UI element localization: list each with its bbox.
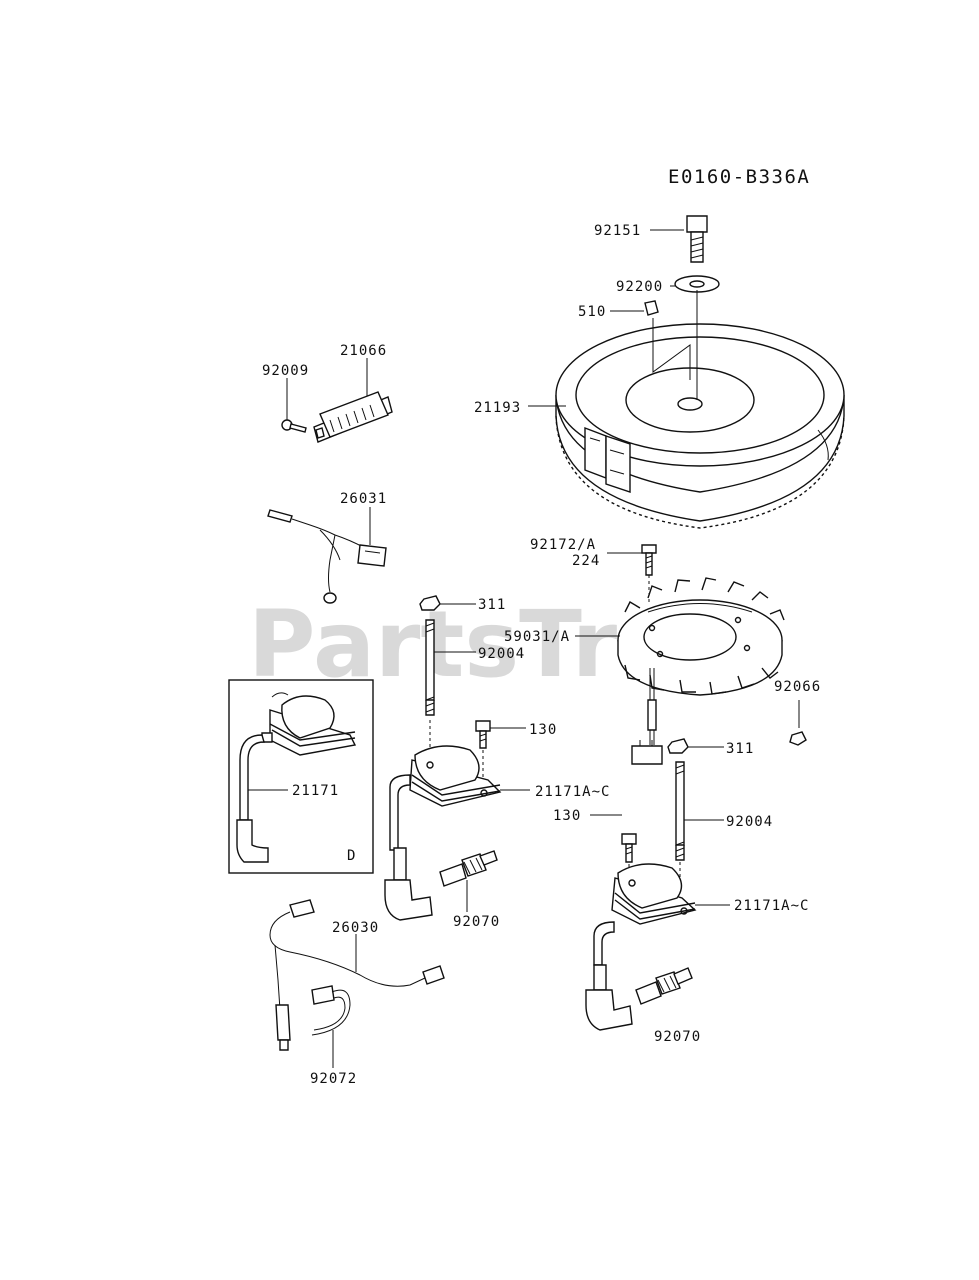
label-92066: 92066 — [774, 679, 821, 695]
stud-92004-right[interactable] — [675, 761, 685, 861]
bolt-130-right[interactable] — [621, 833, 637, 863]
label-21171a-c-left: 21171A~C — [535, 784, 610, 800]
harness-26030[interactable] — [269, 899, 445, 1051]
screw-92009[interactable] — [281, 419, 307, 433]
washer-92200[interactable] — [674, 275, 720, 293]
label-92009: 92009 — [262, 363, 309, 379]
spark-plug-92070-left[interactable] — [439, 850, 498, 887]
plug-boot-right — [585, 964, 633, 1031]
label-92072: 92072 — [310, 1071, 357, 1087]
bolt-92151[interactable] — [686, 215, 708, 263]
nut-92066[interactable] — [789, 731, 807, 746]
label-510: 510 — [578, 304, 606, 320]
label-92151: 92151 — [594, 223, 641, 239]
ignition-coil-21171[interactable] — [236, 692, 357, 863]
inset-letter-d: D — [347, 848, 356, 864]
lead-92072[interactable] — [311, 985, 351, 1036]
bolt-130-left[interactable] — [475, 720, 491, 749]
label-21066: 21066 — [340, 343, 387, 359]
ignition-coil-21171a-c-left[interactable] — [389, 745, 502, 851]
bolt-92172-a[interactable] — [641, 544, 657, 576]
label-26031: 26031 — [340, 491, 387, 507]
plug-boot-left — [384, 847, 433, 921]
ignition-coil-21171a-c-right[interactable] — [593, 863, 697, 966]
label-59031-a: 59031/A — [504, 629, 570, 645]
key-510[interactable] — [644, 300, 659, 316]
label-92004-left: 92004 — [478, 646, 525, 662]
stud-92004-left[interactable] — [425, 619, 435, 716]
label-92172-a: 92172/A — [530, 537, 596, 553]
label-130-right: 130 — [553, 808, 581, 824]
stator-59031-a[interactable] — [617, 577, 785, 696]
label-92004-right: 92004 — [726, 814, 773, 830]
diagram-code: E0160-B336A — [668, 166, 810, 188]
label-311-right: 311 — [726, 741, 754, 757]
label-21171a-c-right: 21171A~C — [734, 898, 809, 914]
label-92200: 92200 — [616, 279, 663, 295]
harness-26031[interactable] — [267, 509, 387, 604]
flywheel-magnet — [584, 426, 631, 493]
nut-311-left[interactable] — [419, 595, 441, 611]
label-311-left: 311 — [478, 597, 506, 613]
flywheel-21193[interactable] — [555, 290, 845, 529]
label-92070-left: 92070 — [453, 914, 500, 930]
label-21171: 21171 — [292, 783, 339, 799]
regulator-21066[interactable] — [313, 391, 393, 443]
inset-box-d — [228, 679, 374, 874]
label-130-left: 130 — [529, 722, 557, 738]
label-92070-right: 92070 — [654, 1029, 701, 1045]
label-21193: 21193 — [474, 400, 521, 416]
label-26030: 26030 — [332, 920, 379, 936]
stator-lead-connector — [631, 668, 663, 765]
spark-plug-92070-right[interactable] — [635, 967, 693, 1005]
label-224: 224 — [572, 553, 600, 569]
nut-311-right[interactable] — [667, 738, 689, 754]
